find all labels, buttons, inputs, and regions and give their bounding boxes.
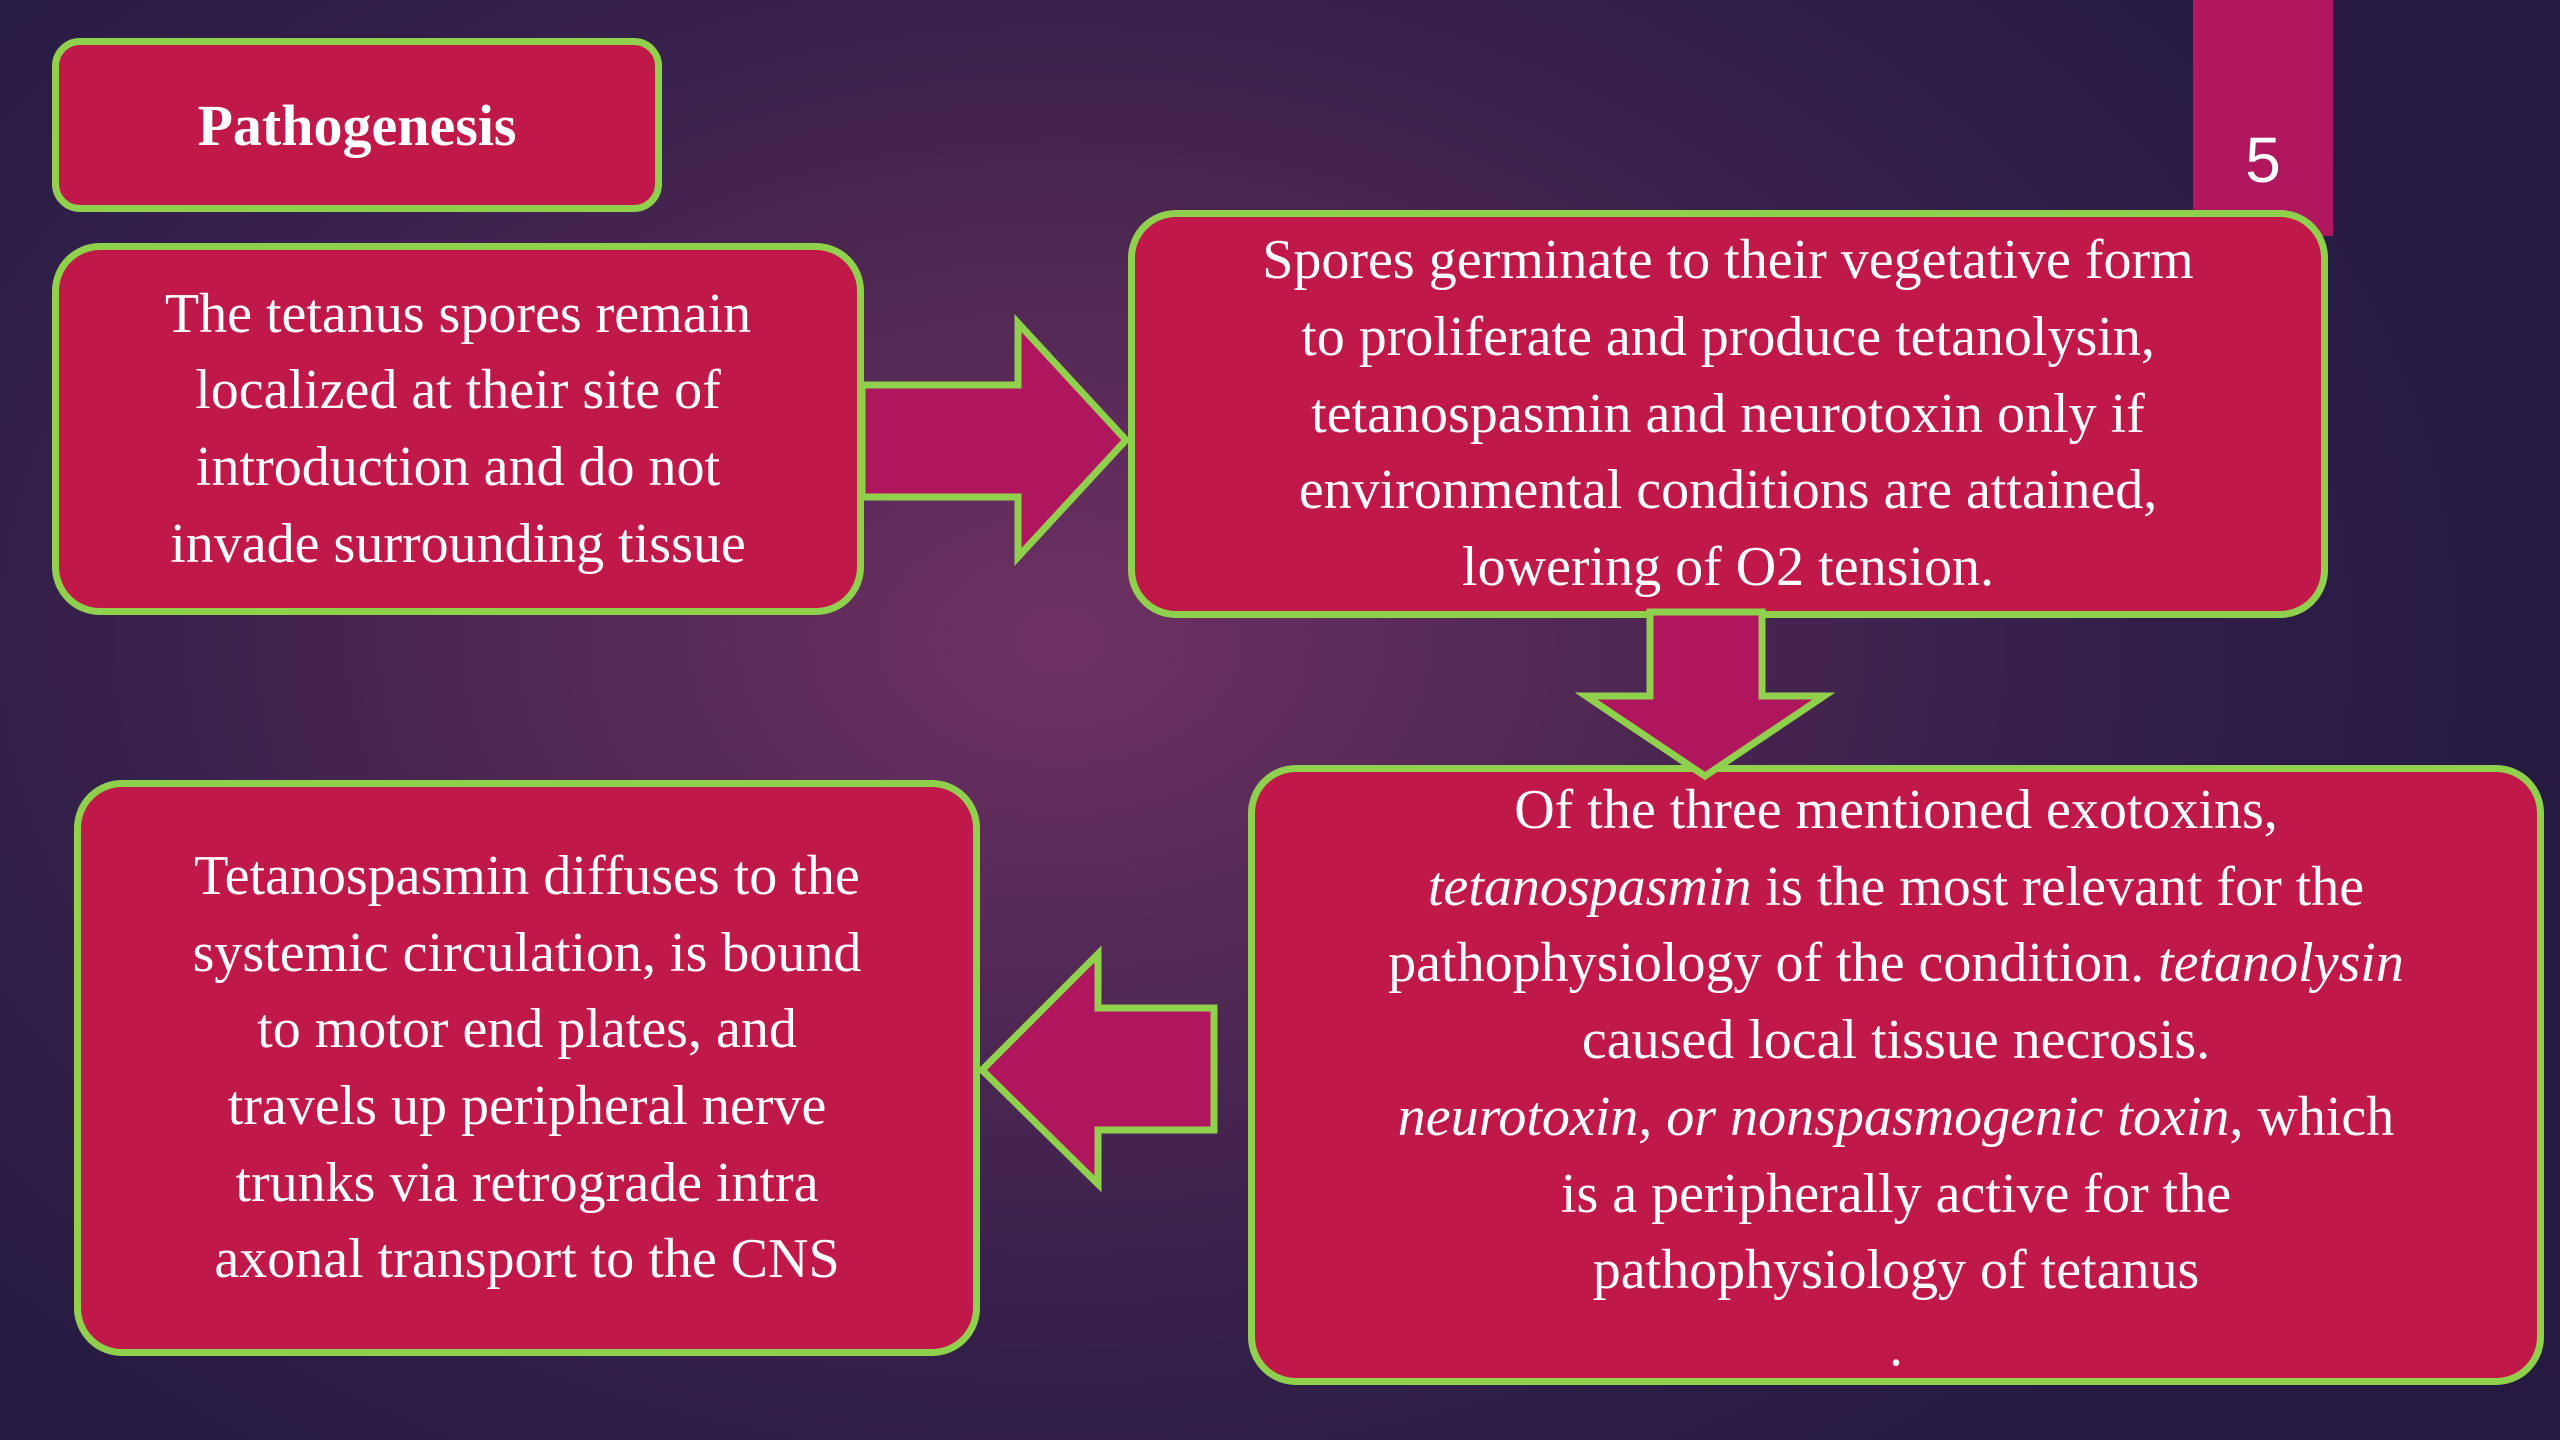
term-neurotoxin: neurotoxin, or nonspasmogenic toxin	[1397, 1085, 2230, 1148]
box2-line: tetanospasmin and neurotoxin only if	[1311, 382, 2145, 445]
box1-line: introduction and do not	[195, 436, 721, 498]
title-box: Pathogenesis	[52, 38, 662, 212]
box1-line: The tetanus spores remain	[164, 282, 752, 345]
arrow-left-icon	[977, 945, 1218, 1193]
box2-line: lowering of O2 tension.	[1462, 536, 1994, 599]
box3-line: pathophysiology of the condition. tetano…	[1388, 925, 2404, 1002]
term-tetanolysin: tetanolysin	[2158, 932, 2404, 995]
box3-line: neurotoxin, or nonspasmogenic toxin, whi…	[1398, 1079, 2394, 1156]
box3-line: pathophysiology of tetanus	[1592, 1239, 2200, 1302]
box4-line: to motor end plates, and	[257, 998, 797, 1061]
step-box-spores-localized: The tetanus spores remain localized at t…	[52, 243, 864, 615]
box3-text: is the most relevant for the	[1751, 855, 2365, 918]
box4-line: systemic circulation, is bound	[192, 921, 862, 984]
slide-number-tab	[2193, 0, 2333, 236]
arrow-right-icon	[858, 314, 1131, 566]
slide-title: Pathogenesis	[197, 92, 517, 158]
step-box-spores-germinate: Spores germinate to their vegetative for…	[1128, 210, 2328, 618]
box3-line: is a peripherally active for the	[1560, 1162, 2232, 1225]
arrow-down-icon	[1574, 608, 1836, 781]
box3-line: caused local tissue necrosis.	[1581, 1009, 2211, 1072]
box4-line: axonal transport to the CNS	[214, 1228, 840, 1291]
box1-line: invade surrounding tissue	[170, 512, 746, 575]
box3-line: Of the three mentioned exotoxins,	[1514, 779, 2278, 841]
box2-line: to proliferate and produce tetanolysin,	[1301, 305, 2155, 368]
term-tetanospasmin: tetanospasmin	[1427, 855, 1752, 918]
box4-line: Tetanospasmin diffuses to the	[194, 844, 860, 907]
step-box-exotoxins: Of the three mentioned exotoxins, tetano…	[1248, 765, 2544, 1385]
box3-text: pathophysiology of the condition.	[1388, 932, 2159, 995]
step-box-tetanospasmin-diffuses: Tetanospasmin diffuses to the systemic c…	[74, 780, 980, 1356]
box3-line: .	[1889, 1316, 1903, 1379]
box4-line: trunks via retrograde intra	[235, 1151, 819, 1214]
box1-line: localized at their site of	[195, 359, 721, 422]
box4-line: travels up peripheral nerve	[227, 1075, 827, 1137]
slide-number: 5	[2245, 124, 2281, 196]
box3-text: , which	[2229, 1085, 2395, 1148]
box3-line: tetanospasmin is the most relevant for t…	[1428, 849, 2364, 926]
box2-line: Spores germinate to their vegetative for…	[1262, 229, 2194, 292]
box2-line: environmental conditions are attained,	[1298, 459, 2158, 522]
